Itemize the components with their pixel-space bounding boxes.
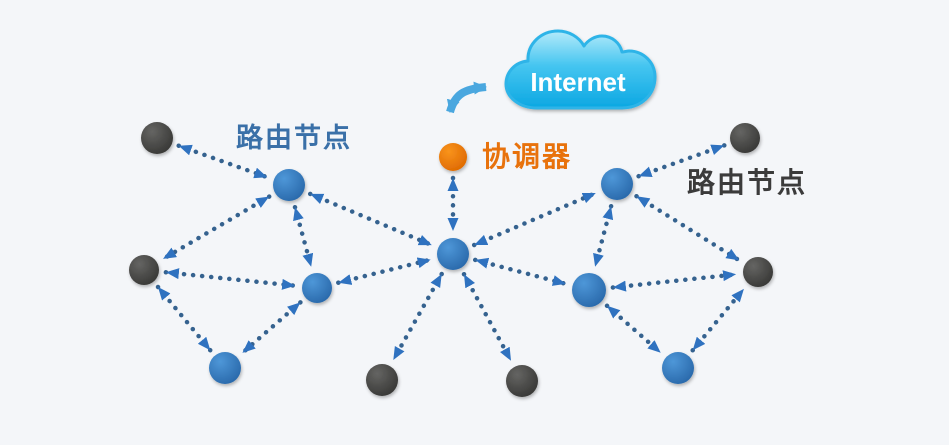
- mesh-link-r-left-top--e-left-mid: [160, 194, 272, 262]
- mesh-link-r-right-mid--r-right-bottom: [604, 303, 663, 356]
- mesh-link-e-left-top--r-left-top: [176, 143, 270, 180]
- router-node-r-left-bottom: [209, 352, 241, 384]
- end-device-node-e-left-top: [141, 122, 173, 154]
- router-node-label-right: 路由节点: [687, 167, 808, 198]
- edges-layer: [155, 143, 747, 364]
- mesh-link-r-right-top--e-right-top: [636, 143, 727, 179]
- mesh-link-hub--e-bottom-1: [391, 271, 444, 363]
- nodes-layer: [129, 122, 773, 397]
- mesh-link-r-left-top--r-left-mid: [292, 204, 314, 270]
- router-node-r-right-mid: [572, 273, 606, 307]
- internet-label: Internet: [530, 67, 626, 97]
- internet-link-arrow-icon: [446, 81, 487, 114]
- end-device-node-e-right-top: [730, 123, 760, 153]
- mesh-link-r-left-mid--hub: [336, 257, 433, 285]
- router-node-label-left: 路由节点: [236, 123, 352, 153]
- coordinator-label: 协调器: [482, 141, 573, 172]
- end-device-node-e-right-mid: [743, 257, 773, 287]
- mesh-link-r-left-mid--r-left-bottom: [240, 300, 303, 356]
- router-node-r-right-top: [601, 168, 633, 200]
- mesh-link-r-right-mid--e-right-mid: [610, 270, 739, 292]
- router-node-r-left-mid: [302, 273, 332, 303]
- router-node-r-left-top: [273, 169, 305, 201]
- end-device-node-e-bottom-1: [366, 364, 398, 396]
- mesh-link-e-left-mid--r-left-mid: [163, 268, 298, 290]
- mesh-link-hub--r-right-mid: [472, 257, 569, 287]
- mesh-link-hub--r-right-top: [471, 190, 599, 248]
- router-node-hub: [437, 238, 469, 270]
- coordinator-node-coordinator: [439, 143, 467, 171]
- mesh-link-r-right-top--e-right-mid: [634, 193, 742, 263]
- mesh-link-r-left-top--hub: [307, 191, 435, 248]
- end-device-node-e-bottom-2: [506, 365, 538, 397]
- mesh-link-hub--e-bottom-2: [461, 271, 514, 364]
- mesh-link-r-right-top--r-right-mid: [592, 203, 614, 270]
- internet-cloud-icon: Internet: [504, 29, 657, 110]
- end-device-node-e-left-mid: [129, 255, 159, 285]
- router-node-r-right-bottom: [662, 352, 694, 384]
